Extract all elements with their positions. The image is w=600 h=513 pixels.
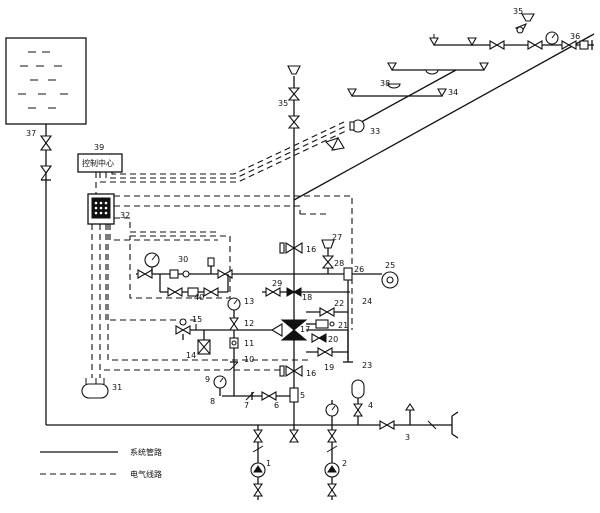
label-32: 32 — [120, 211, 130, 220]
label-16-lower: 16 — [306, 369, 316, 378]
check-valve-10 — [229, 361, 239, 371]
label-10: 10 — [244, 355, 254, 364]
alarm-35-riser — [287, 65, 301, 129]
valve-22 — [306, 307, 348, 317]
diagonal-valve — [324, 136, 345, 152]
label-34: 34 — [448, 88, 458, 97]
label-19: 19 — [324, 363, 334, 372]
sprinkler-38 — [387, 69, 439, 89]
valve-20 — [311, 333, 327, 343]
label-37: 37 — [26, 129, 36, 138]
legend-pipeline-label: 系统管路 — [130, 447, 162, 457]
device-26-25 — [343, 267, 399, 360]
air-compressor-31 — [81, 378, 109, 399]
label-23: 23 — [362, 361, 372, 370]
label-15: 15 — [192, 315, 202, 324]
label-6: 6 — [274, 401, 279, 410]
water-tank — [5, 37, 87, 125]
device-21 — [306, 319, 335, 329]
legend-electrical-label: 电气线路 — [130, 469, 162, 479]
alarm-valve-17 — [270, 319, 348, 341]
label-17: 17 — [300, 325, 310, 334]
gauge-9 — [213, 375, 227, 396]
valve-37 — [39, 135, 53, 181]
label-30: 30 — [178, 255, 188, 264]
device-33 — [349, 119, 365, 133]
tank-4 — [351, 379, 365, 425]
label-11: 11 — [244, 339, 254, 348]
diagonal-branch-lower — [353, 69, 457, 127]
label-2: 2 — [342, 459, 347, 468]
label-13: 13 — [244, 297, 254, 306]
label-35-top: 35 — [513, 7, 523, 16]
label-28: 28 — [334, 259, 344, 268]
label-35-left: 35 — [278, 99, 288, 108]
pump-2 — [324, 400, 340, 500]
label-22: 22 — [334, 299, 344, 308]
control-center: 控制中心 — [77, 153, 123, 173]
electrical-lines — [91, 121, 353, 378]
valve-19 — [306, 347, 348, 357]
label-16-upper: 16 — [306, 245, 316, 254]
label-26: 26 — [354, 265, 364, 274]
label-12: 12 — [244, 319, 254, 328]
label-9: 9 — [205, 375, 210, 384]
gauge-13 — [227, 297, 241, 311]
assembly-30 — [136, 252, 233, 297]
label-18: 18 — [302, 293, 312, 302]
valve-3 — [379, 403, 459, 439]
valve-15 — [175, 318, 191, 340]
legend: 系统管路 电气线路 — [40, 447, 162, 479]
pump-1 — [250, 425, 266, 500]
control-center-label: 控制中心 — [82, 158, 114, 168]
label-24: 24 — [362, 297, 372, 306]
label-38: 38 — [380, 79, 390, 88]
check-valve-7 — [245, 391, 255, 401]
label-21: 21 — [338, 321, 348, 330]
label-25: 25 — [385, 261, 395, 270]
valve-16-upper — [279, 242, 303, 254]
label-5: 5 — [300, 391, 305, 400]
label-40: 40 — [194, 293, 204, 302]
label-7: 7 — [244, 401, 249, 410]
diagonal-main — [293, 33, 595, 201]
label-4: 4 — [368, 401, 373, 410]
valve-6 — [261, 391, 277, 401]
label-20: 20 — [328, 335, 338, 344]
label-29: 29 — [272, 279, 282, 288]
label-33: 33 — [370, 127, 380, 136]
label-27: 27 — [332, 233, 342, 242]
top-branch-valves — [489, 31, 593, 50]
valve-16-lower — [279, 365, 303, 377]
device-14 — [197, 330, 211, 355]
valve-12 — [228, 317, 240, 331]
label-31: 31 — [112, 383, 122, 392]
riser-bottom-valve — [288, 429, 300, 443]
label-39: 39 — [94, 143, 104, 152]
alarm-27 — [321, 239, 335, 274]
label-14: 14 — [186, 351, 196, 360]
device-11 — [229, 337, 239, 349]
alarm-35-top — [514, 13, 535, 34]
valve-29-18 — [262, 287, 350, 297]
control-panel-32 — [87, 193, 115, 225]
label-1: 1 — [266, 459, 271, 468]
label-8: 8 — [210, 397, 215, 406]
flow-5 — [289, 387, 299, 403]
label-3: 3 — [405, 433, 410, 442]
label-36: 36 — [570, 32, 580, 41]
sprinkler-heads — [347, 34, 489, 98]
